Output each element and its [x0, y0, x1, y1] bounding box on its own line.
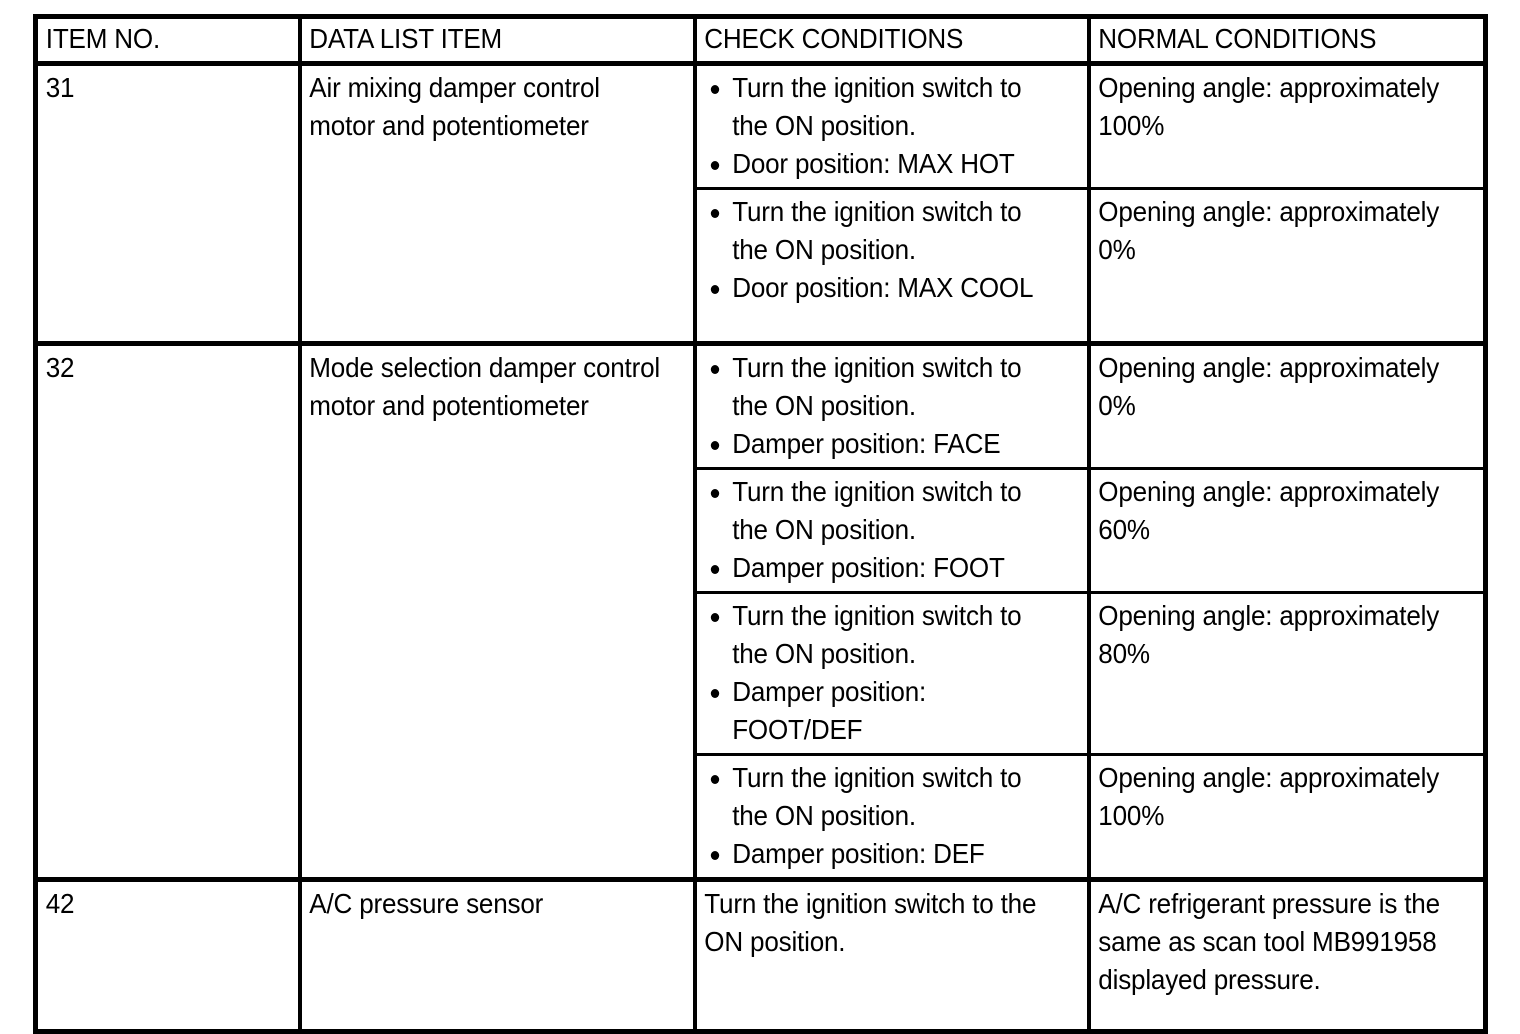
check-condition-list: Turn the ignition switch to the ON posit…: [704, 69, 1059, 183]
cell-item-no: 32: [33, 343, 282, 882]
cell-check-conditions: Turn the ignition switch to the ON posit…: [692, 879, 1061, 1034]
table-row: Turn the ignition switch to the ON posit…: [36, 188, 1486, 346]
check-condition-item: Turn the ignition switch to the ON posit…: [704, 759, 1059, 835]
cell-normal-conditions: Opening angle: approximately 80%: [1086, 592, 1461, 756]
data-list-table: ITEM NO. DATA LIST ITEM CHECK CONDITIONS…: [33, 14, 1488, 1034]
table-header: ITEM NO. DATA LIST ITEM CHECK CONDITIONS…: [33, 14, 1486, 66]
column-header-check-conditions: CHECK CONDITIONS: [692, 14, 1061, 66]
table-row: Turn the ignition switch to the ON posit…: [36, 592, 1486, 756]
cell-check-conditions: Turn the ignition switch to the ON posit…: [692, 63, 1061, 190]
cell-normal-conditions: Opening angle: approximately 0%: [1086, 188, 1461, 346]
check-condition-item: Damper position: DEF: [704, 835, 1059, 873]
column-header-item-no: ITEM NO.: [33, 14, 282, 66]
check-condition-item: Damper position: FACE: [704, 425, 1059, 463]
cell-check-conditions: Turn the ignition switch to the ON posit…: [692, 468, 1061, 594]
table-row: 32 Mode selection damper control motor a…: [33, 343, 1486, 882]
cell-check-conditions: Turn the ignition switch to the ON posit…: [692, 188, 1061, 346]
cell-data-list-item: Mode selection damper control motor and …: [297, 343, 667, 882]
cell-normal-conditions: Opening angle: approximately 100%: [1086, 754, 1461, 882]
check-condition-item: Turn the ignition switch to the ON posit…: [704, 69, 1059, 145]
check-condition-item: Damper position: FOOT: [704, 549, 1059, 587]
check-condition-list: Turn the ignition switch to the ON posit…: [704, 759, 1059, 873]
cell-normal-conditions: A/C refrigerant pressure is the same as …: [1086, 879, 1461, 1034]
check-condition-list: Turn the ignition switch to the ON posit…: [704, 597, 1059, 749]
cell-data-list-item: A/C pressure sensor: [297, 879, 667, 1034]
column-header-normal-conditions: NORMAL CONDITIONS: [1086, 14, 1461, 66]
column-header-data-list-item: DATA LIST ITEM: [297, 14, 667, 66]
cell-normal-conditions: Opening angle: approximately 60%: [1086, 468, 1461, 594]
cell-check-conditions: Turn the ignition switch to the ON posit…: [692, 343, 1061, 470]
table-row: 42 A/C pressure sensor Turn the ignition…: [33, 879, 1486, 1034]
cell-check-conditions: Turn the ignition switch to the ON posit…: [692, 754, 1061, 882]
cell-normal-conditions: Opening angle: approximately 100%: [1086, 63, 1461, 190]
header-row: ITEM NO. DATA LIST ITEM CHECK CONDITIONS…: [33, 14, 1486, 66]
cell-check-conditions: Turn the ignition switch to the ON posit…: [692, 592, 1061, 756]
table-row: Turn the ignition switch to the ON posit…: [36, 754, 1486, 882]
check-condition-item: Turn the ignition switch to the ON posit…: [704, 193, 1059, 269]
table-row: Turn the ignition switch to the ON posit…: [36, 468, 1486, 594]
check-condition-text: Turn the ignition switch to the ON posit…: [703, 888, 1036, 957]
cell-normal-conditions: Opening angle: approximately 0%: [1086, 343, 1461, 470]
cell-item-no: 42: [33, 879, 282, 1034]
check-condition-list: Turn the ignition switch to the ON posit…: [704, 193, 1059, 307]
cell-item-no: 31: [33, 63, 282, 346]
check-condition-item: Door position: MAX HOT: [704, 145, 1059, 183]
check-condition-item: Turn the ignition switch to the ON posit…: [704, 349, 1059, 425]
check-condition-list: Turn the ignition switch to the ON posit…: [704, 349, 1059, 463]
check-condition-item: Damper position: FOOT/DEF: [704, 673, 1059, 749]
table-row: 31 Air mixing damper control motor and p…: [33, 63, 1486, 346]
table-body: 31 Air mixing damper control motor and p…: [33, 63, 1486, 1034]
check-condition-item: Turn the ignition switch to the ON posit…: [704, 597, 1059, 673]
cell-data-list-item: Air mixing damper control motor and pote…: [297, 63, 667, 346]
check-condition-item: Turn the ignition switch to the ON posit…: [704, 473, 1059, 549]
check-condition-list: Turn the ignition switch to the ON posit…: [704, 473, 1059, 587]
check-condition-item: Door position: MAX COOL: [704, 269, 1059, 307]
